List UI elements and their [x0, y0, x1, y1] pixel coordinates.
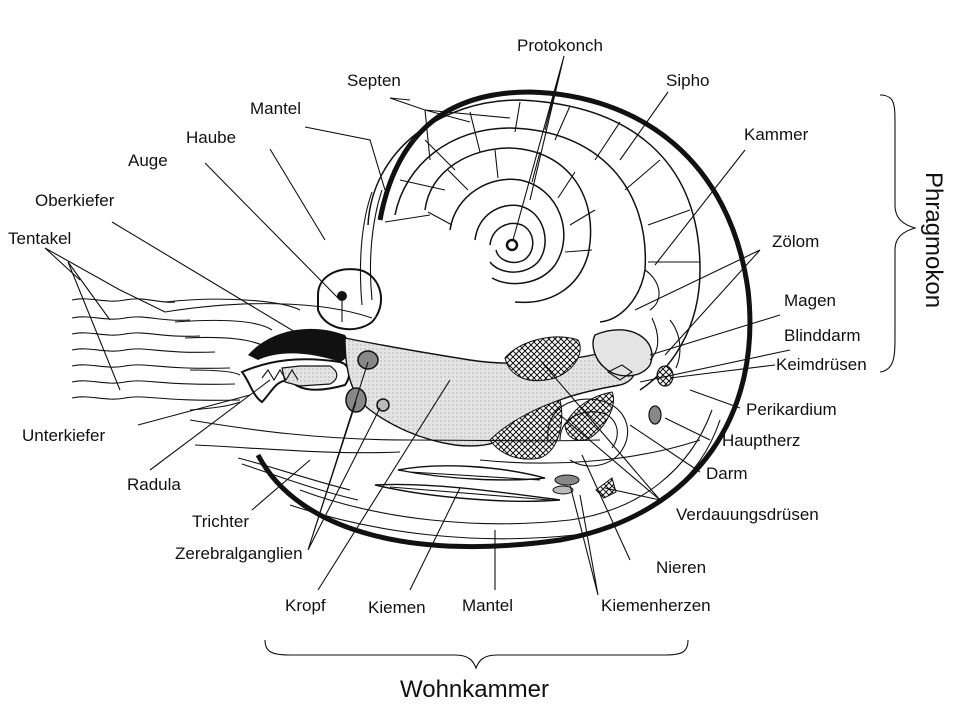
animal-body — [71, 189, 721, 540]
label-wohnkammer: Wohnkammer — [400, 676, 549, 703]
label-zerebralganglien: Zerebralganglien — [175, 544, 303, 563]
label-kropf: Kropf — [285, 596, 326, 615]
label-magen: Magen — [784, 291, 836, 310]
wohnkammer-brace — [264, 639, 689, 670]
label-unterkiefer: Unterkiefer — [22, 426, 105, 445]
label-kammer: Kammer — [744, 125, 809, 144]
label-tentakel: Tentakel — [8, 229, 71, 248]
label-radula: Radula — [127, 475, 181, 494]
label-haube: Haube — [186, 128, 236, 147]
label-nieren: Nieren — [656, 558, 706, 577]
label-zoelom: Zölom — [772, 232, 819, 251]
label-protokonch: Protokonch — [517, 36, 603, 55]
phragmokon-brace — [879, 94, 917, 373]
leader-lines — [44, 55, 791, 596]
label-verdauungsdruesen: Verdauungsdrüsen — [676, 505, 819, 524]
label-oberkiefer: Oberkiefer — [35, 191, 115, 210]
label-keimdruesen: Keimdrüsen — [776, 355, 867, 374]
label-kiemen: Kiemen — [368, 598, 426, 617]
label-auge: Auge — [128, 151, 168, 170]
label-perikardium: Perikardium — [746, 400, 837, 419]
label-blinddarm: Blinddarm — [784, 326, 861, 345]
label-phragmokon: Phragmokon — [920, 172, 947, 308]
label-hauptherz: Hauptherz — [722, 431, 800, 450]
labels: Protokonch Septen Sipho Mantel Kammer Ha… — [8, 36, 947, 703]
label-trichter: Trichter — [192, 512, 249, 531]
label-darm: Darm — [706, 464, 748, 483]
label-mantel-top: Mantel — [250, 99, 301, 118]
label-septen: Septen — [347, 71, 401, 90]
label-kiemenherzen: Kiemenherzen — [601, 596, 711, 615]
label-sipho: Sipho — [666, 71, 709, 90]
label-mantel-bottom: Mantel — [462, 596, 513, 615]
